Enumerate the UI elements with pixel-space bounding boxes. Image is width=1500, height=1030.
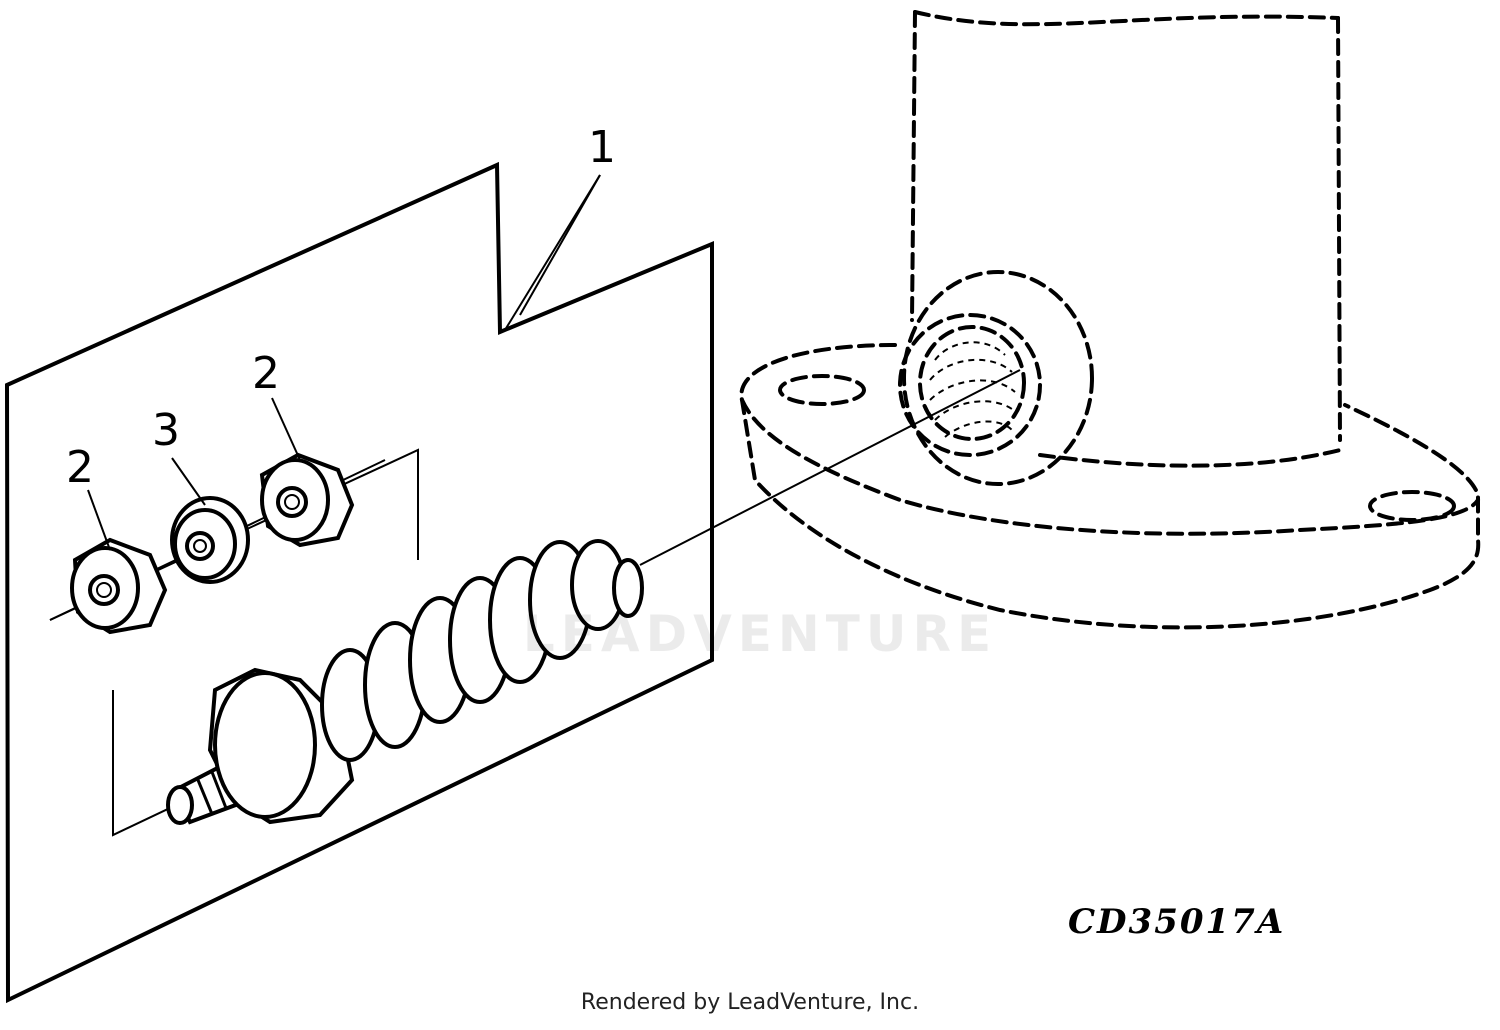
reference-code: CD35017A — [1068, 902, 1286, 942]
nut-left — [70, 537, 168, 635]
rendered-by-credit: Rendered by LeadVenture, Inc. — [580, 990, 920, 1015]
washer-center — [170, 496, 250, 584]
leader-lines-2-3 — [87, 397, 301, 551]
callout-1: 1 — [588, 122, 616, 173]
callout-3: 3 — [152, 405, 180, 456]
nut-right — [259, 452, 355, 548]
leader-line-1 — [504, 174, 601, 331]
watermark: LEADVENTURE — [522, 605, 998, 663]
callout-2-right: 2 — [252, 348, 280, 399]
valve-assembly — [166, 539, 644, 825]
callout-2-left: 2 — [66, 442, 94, 493]
housing-outline — [739, 10, 1481, 630]
bore-threads — [929, 341, 1017, 438]
